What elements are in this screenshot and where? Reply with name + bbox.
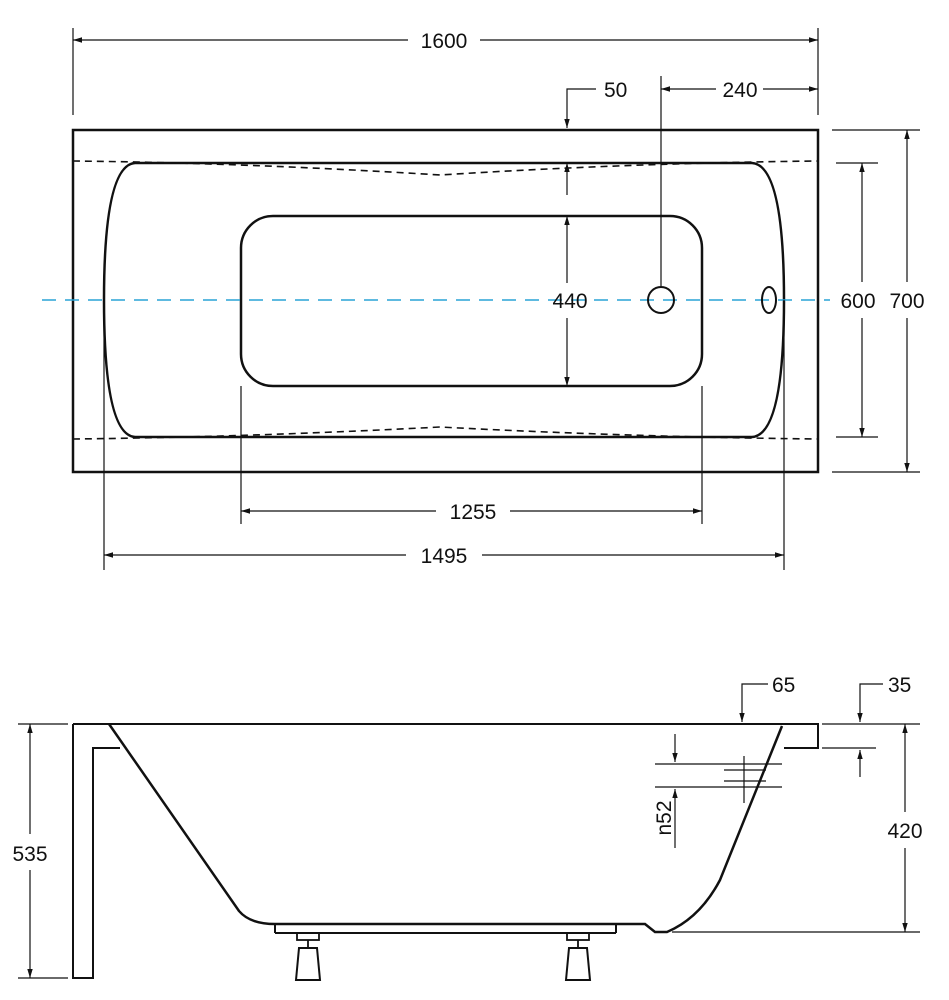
support-frame [72, 724, 120, 979]
dim-length-overall: 1600 [421, 30, 468, 53]
left-foot [294, 932, 322, 981]
dim-total-height: 535 [12, 843, 47, 866]
dim-bottom-width: 440 [552, 290, 587, 313]
rim-dashed-contour-top [72, 160, 819, 176]
dim-inner-length: 1495 [421, 545, 468, 568]
top-view: 1600 50 240 700 600 440 1255 [42, 28, 925, 570]
dim-width-overall: 700 [889, 290, 924, 313]
dim-bottom-length: 1255 [450, 501, 497, 524]
tub-outer-rim [71, 128, 820, 474]
overflow-hole [761, 286, 777, 314]
dim-overflow-offset: 35 [888, 674, 911, 697]
dim-rim-width: 50 [604, 79, 627, 102]
tub-bottom-area [239, 214, 704, 388]
drain-hole [647, 286, 675, 314]
right-foot [564, 932, 592, 981]
dim-overflow-diameter: n52 [653, 800, 676, 835]
side-view: 65 35 n52 535 420 [12, 674, 923, 981]
dim-rim-depth: 65 [772, 674, 795, 697]
tub-inner-basin [102, 161, 786, 439]
tub-body-profile [107, 723, 784, 934]
rim-dashed-contour-bottom [72, 426, 819, 440]
dim-inner-width: 600 [840, 290, 875, 313]
dim-tub-depth: 420 [887, 820, 922, 843]
tub-rim-profile [73, 723, 819, 749]
dim-drain-offset: 240 [722, 79, 757, 102]
